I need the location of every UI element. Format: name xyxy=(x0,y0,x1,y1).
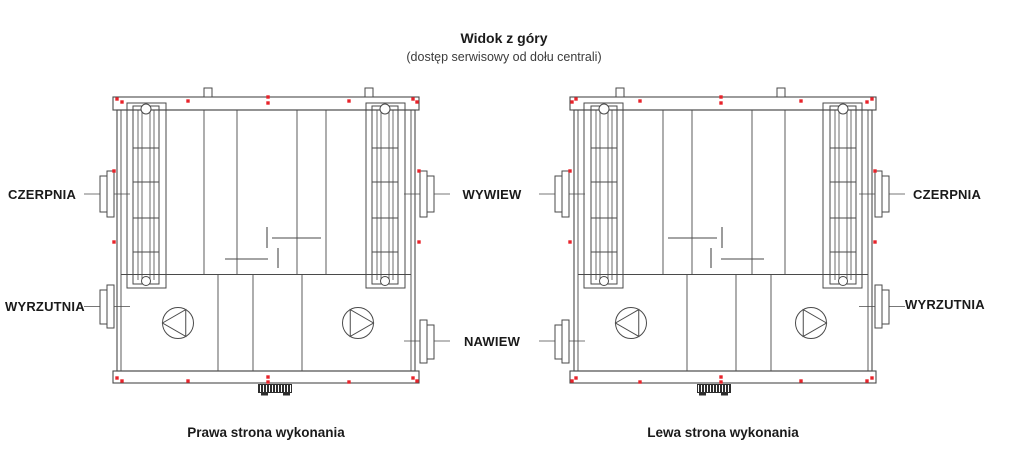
damper-blade-detail xyxy=(668,227,764,268)
port-label-czerpnia-left: CZERPNIA xyxy=(8,187,77,202)
damper-blade-detail xyxy=(225,227,321,268)
duct-flange-icon xyxy=(539,319,585,364)
duct-flange-icon xyxy=(84,170,130,218)
duct-flange-icon xyxy=(404,170,450,218)
port-label-wyrzutnia-right: WYRZUTNIA xyxy=(905,297,985,312)
fan-impeller-icon xyxy=(161,307,194,339)
caption-right-version: Prawa strona wykonania xyxy=(187,425,345,440)
fan-impeller-icon xyxy=(795,307,828,339)
port-label-nawiew: NAWIEW xyxy=(463,334,521,349)
filter-rack-icon xyxy=(365,102,406,289)
port-label-czerpnia-right: CZERPNIA xyxy=(913,187,982,202)
port-label-wyrzutnia-left: WYRZUTNIA xyxy=(5,299,85,314)
red-fixing-point-markers xyxy=(568,95,877,384)
duct-flange-icon xyxy=(404,319,450,364)
filter-rack-icon xyxy=(822,102,863,289)
unit-casing xyxy=(569,87,877,384)
unit-drawing-right-version xyxy=(84,87,450,396)
diagram-subtitle: (dostęp serwisowy od dołu centrali) xyxy=(406,50,602,64)
diagram-title: Widok z góry xyxy=(460,30,548,46)
duct-flange-icon xyxy=(859,284,905,329)
unit-drawing-left-version xyxy=(539,87,905,396)
caption-left-version: Lewa strona wykonania xyxy=(647,425,799,440)
port-label-wywiew: WYWIEW xyxy=(462,187,522,202)
fan-impeller-icon xyxy=(342,307,375,339)
duct-flange-icon xyxy=(539,170,585,218)
unit-casing xyxy=(112,87,420,384)
filter-rack-icon xyxy=(126,102,167,289)
duct-flange-icon xyxy=(859,170,905,218)
filter-rack-icon xyxy=(583,102,624,289)
terminal-block-icon xyxy=(697,384,731,396)
red-fixing-point-markers xyxy=(112,95,421,384)
terminal-block-icon xyxy=(258,384,292,396)
duct-flange-icon xyxy=(84,284,130,329)
fan-impeller-icon xyxy=(614,307,647,339)
